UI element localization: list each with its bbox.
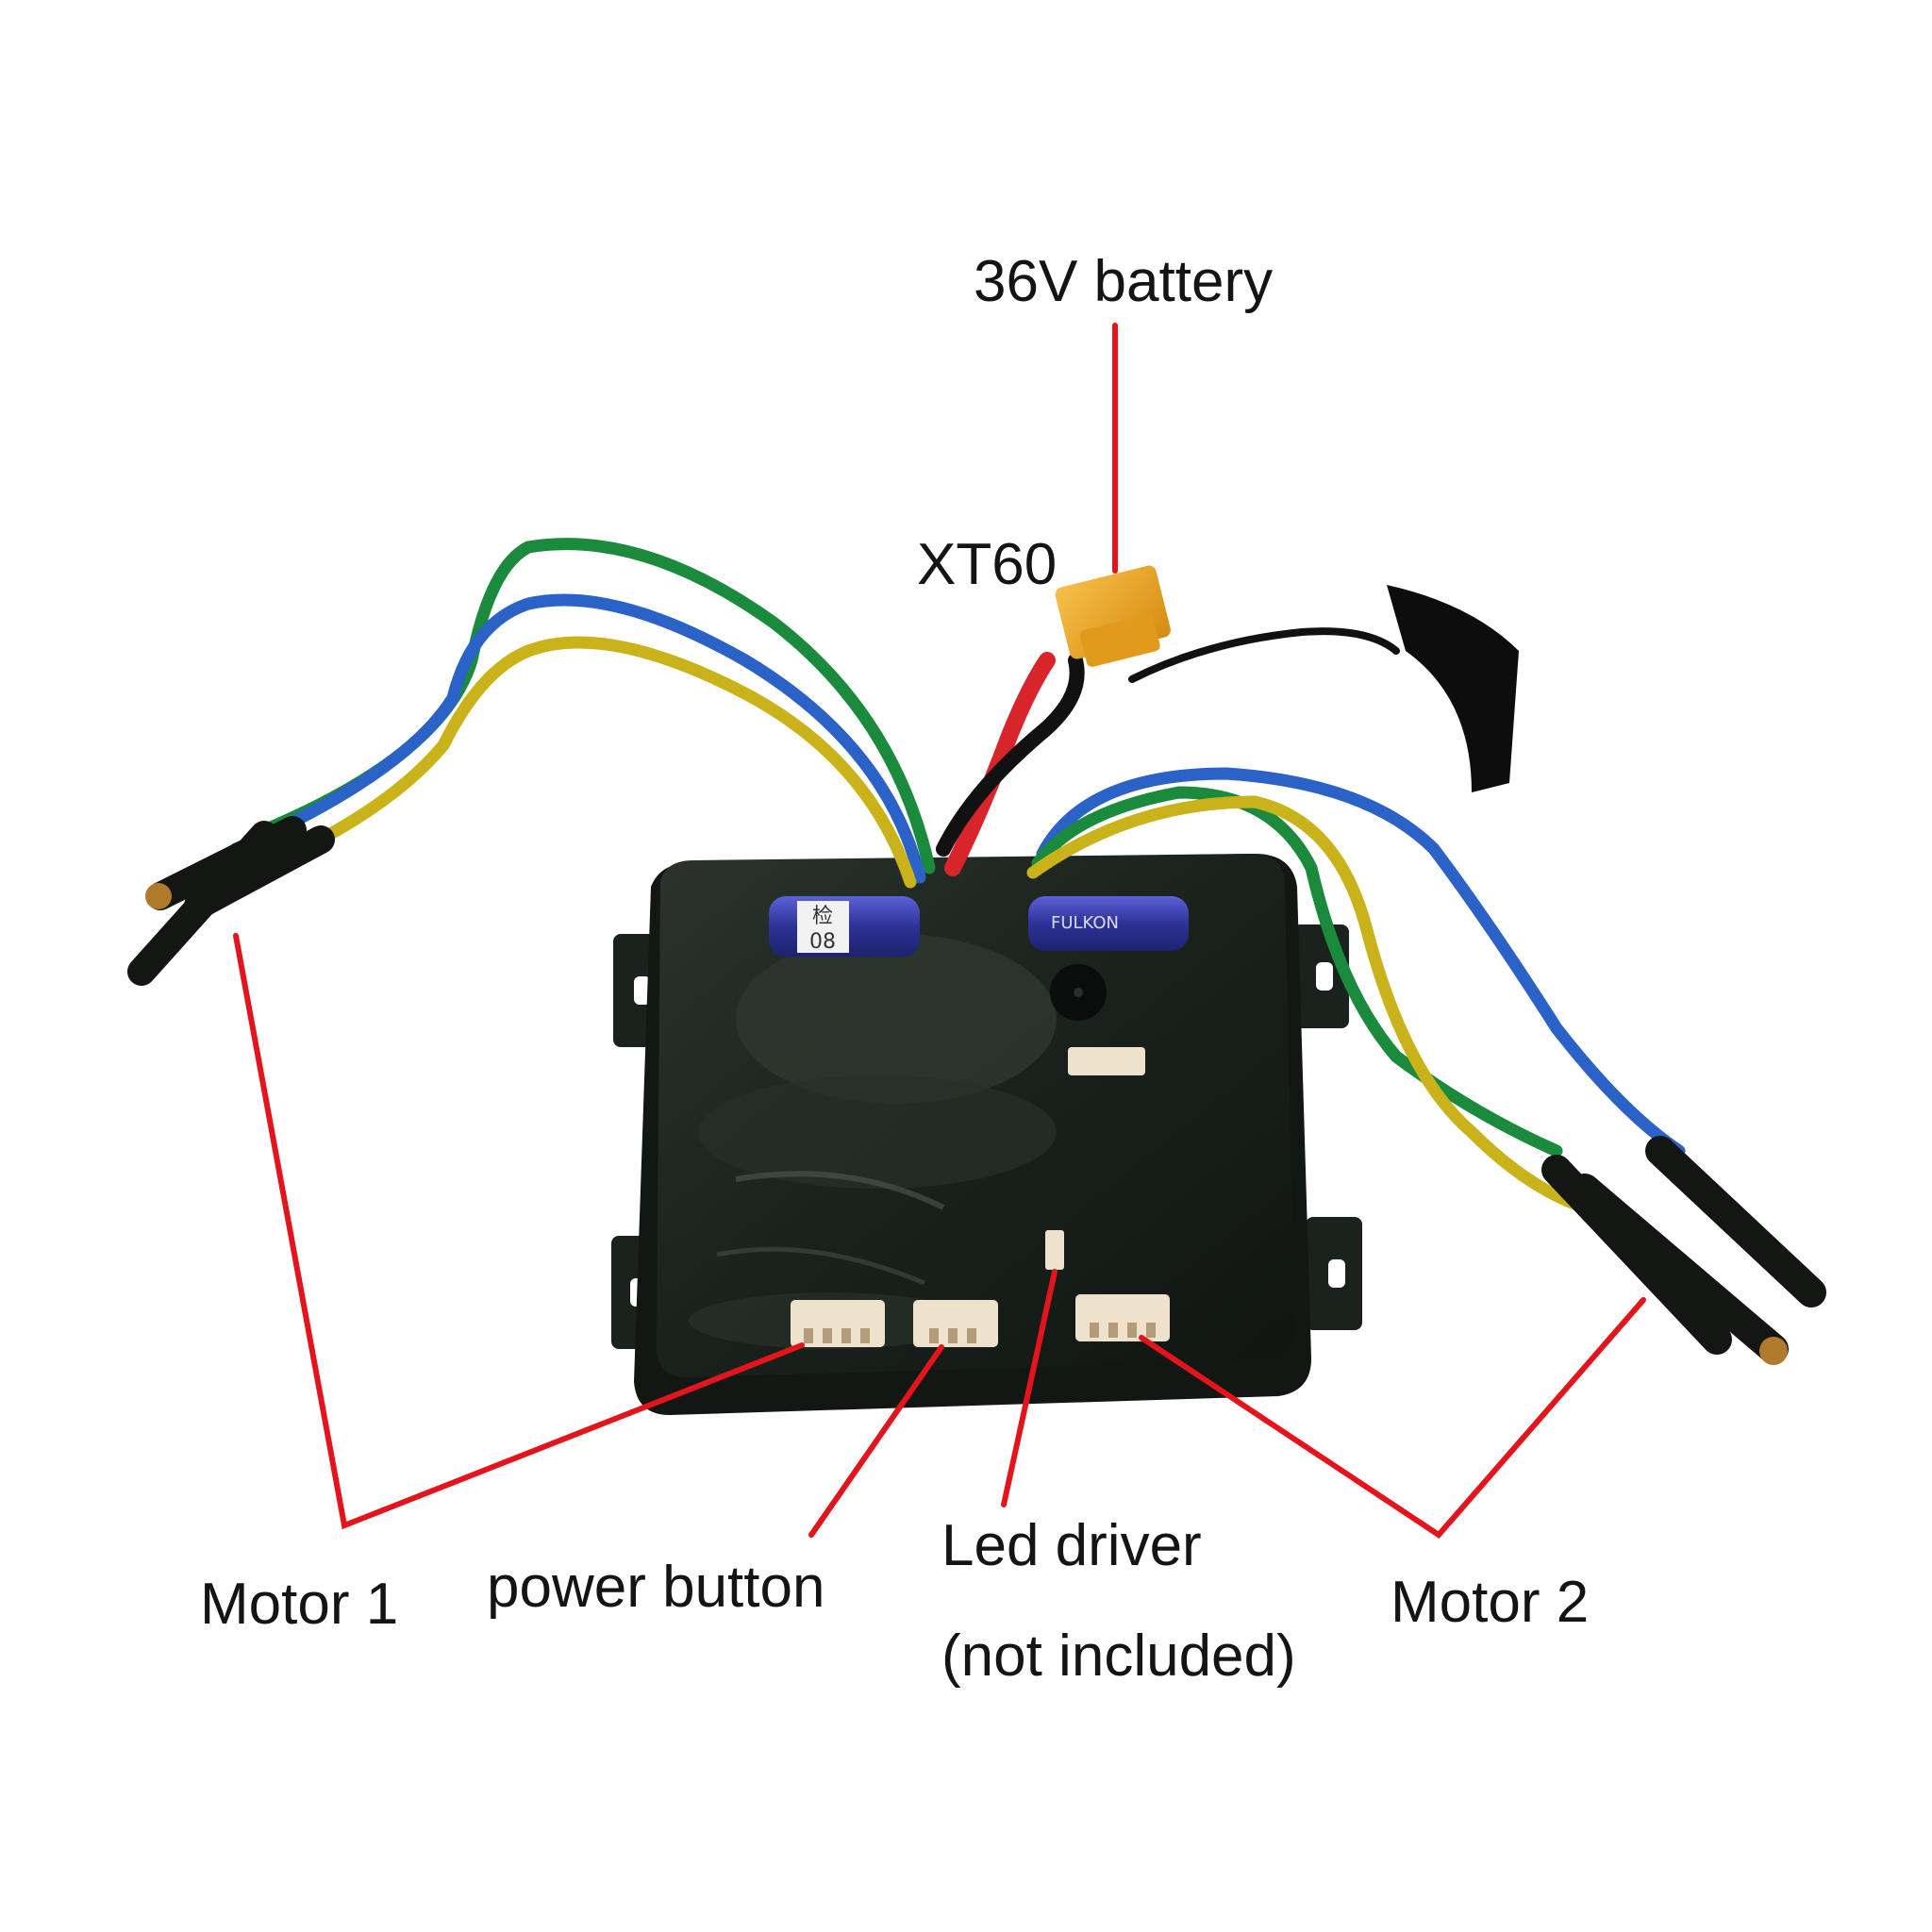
motor2-label: Motor 2	[1391, 1570, 1590, 1635]
leader-power-button	[808, 1344, 944, 1538]
capacitor-left: 检 08	[769, 896, 920, 957]
leader-motor2	[1139, 1297, 1646, 1539]
motor2-wires	[1026, 767, 1686, 1214]
motor1-label: Motor 1	[200, 1572, 399, 1637]
capacitor-right: FULKON	[1028, 896, 1189, 951]
capacitor-left-mark: 检	[812, 905, 833, 928]
not-included-label: (not included)	[941, 1624, 1296, 1689]
motor1-wires	[229, 538, 936, 889]
leader-led-driver	[1001, 1269, 1058, 1507]
capacitor-left-code: 08	[809, 930, 836, 954]
motor1-bullet-connectors	[127, 816, 335, 986]
power-button-label: power button	[487, 1555, 825, 1620]
battery-wires	[936, 627, 1400, 876]
connector-top	[1068, 1047, 1145, 1075]
controller-housing	[611, 854, 1362, 1415]
board-connectors	[791, 1047, 1170, 1347]
leader-motor1	[233, 933, 805, 1530]
buzzer	[1050, 964, 1107, 1021]
battery-label: 36V battery	[974, 249, 1274, 314]
xt60-label: XT60	[917, 532, 1058, 597]
xt60-connector	[1055, 565, 1171, 667]
insulating-tape	[1387, 585, 1519, 792]
leader-lines	[233, 323, 1646, 1539]
led-driver-connector	[1045, 1230, 1064, 1270]
motor2-bullet-connectors	[1541, 1136, 1826, 1365]
capacitor-right-brand: FULKON	[1051, 913, 1119, 933]
led-driver-label: Led driver	[941, 1513, 1202, 1578]
